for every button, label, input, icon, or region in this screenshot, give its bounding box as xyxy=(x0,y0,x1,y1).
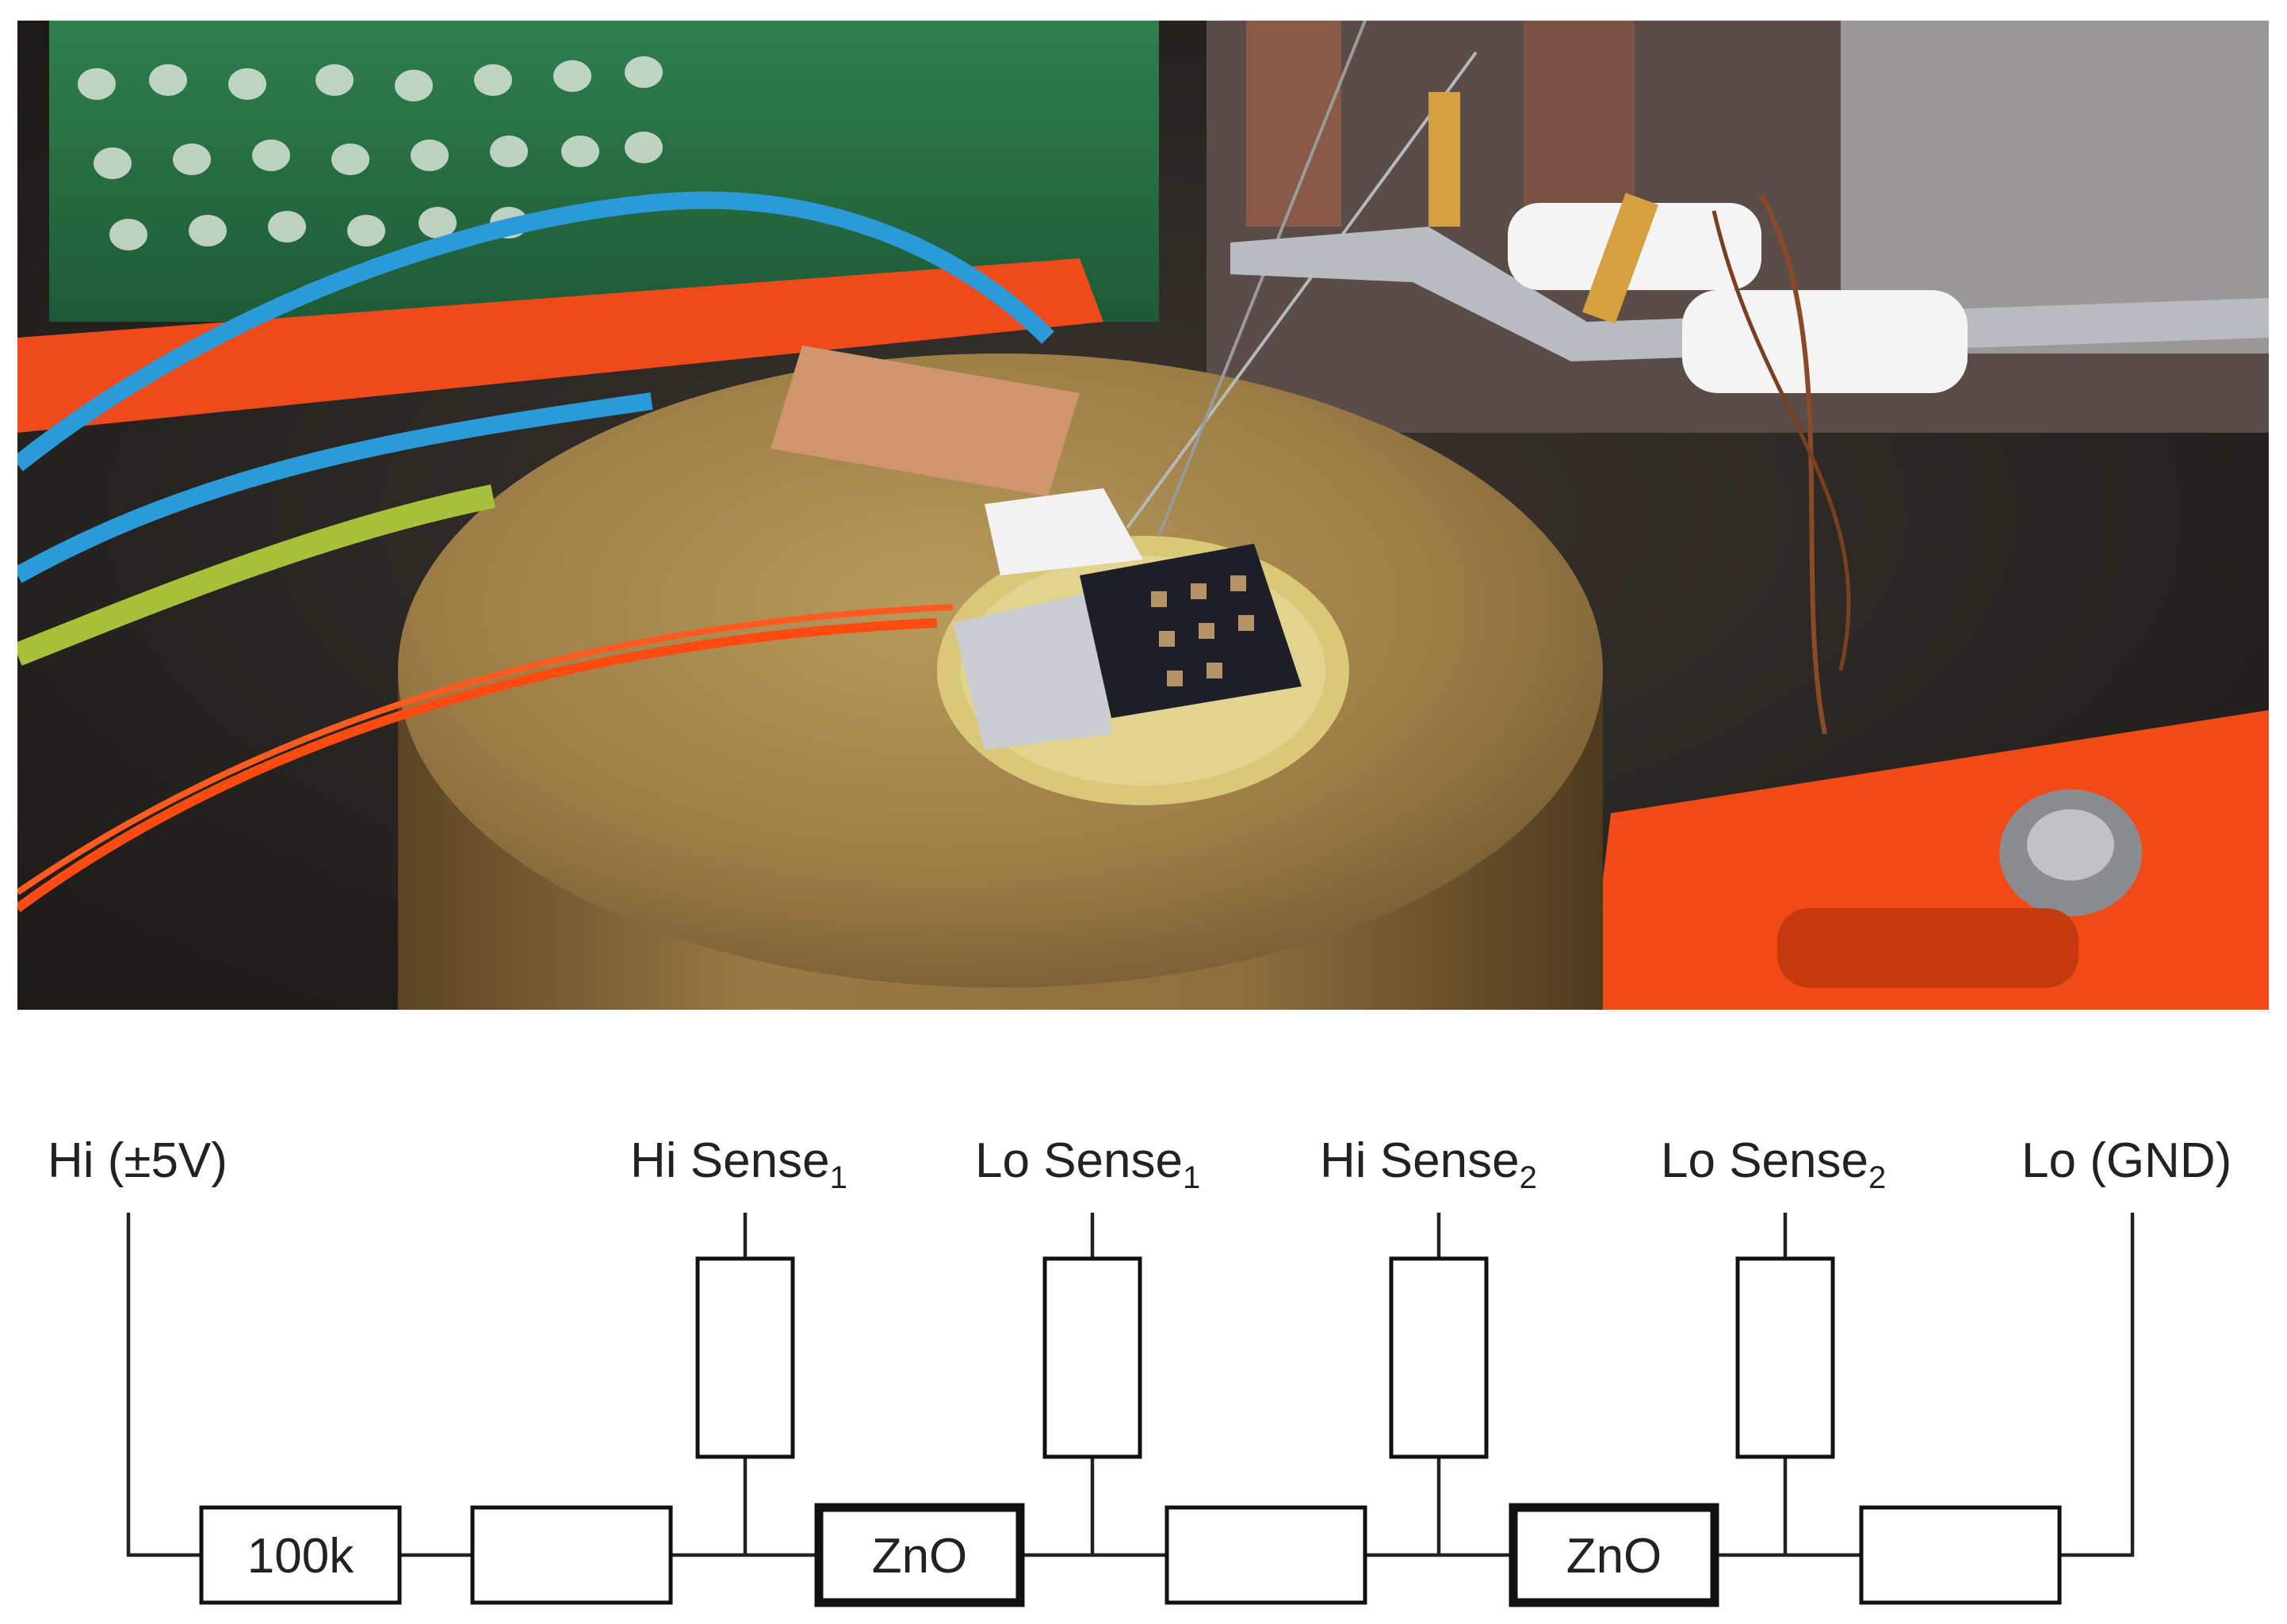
probe-needle-1 xyxy=(1126,51,1478,529)
terminal-label-hi-sense-2: Hi Sense2 xyxy=(1320,1133,1537,1195)
circuit-schematic: Hi (±5V) Hi Sense1 Lo Sense1 Hi Sense2 L… xyxy=(0,1062,2287,1624)
terminal-label-hi: Hi (±5V) xyxy=(48,1133,228,1188)
sense-wires xyxy=(743,1213,1788,1555)
zno-element-1: ZnO xyxy=(814,1503,1025,1607)
series-resistor-100k: 100k xyxy=(199,1505,402,1605)
orange-bracket-right xyxy=(1587,710,2269,1010)
terminal-label-lo-sense-2: Lo Sense2 xyxy=(1661,1133,1886,1195)
lab-photo xyxy=(17,21,2269,1010)
copper-tab xyxy=(771,346,1080,496)
terminal-label-lo: Lo (GND) xyxy=(2021,1133,2232,1188)
zno-element-2: ZnO xyxy=(1509,1503,1719,1607)
sense-resistor-lo-2 xyxy=(1735,1256,1835,1459)
probe-needle-2 xyxy=(1157,21,1367,537)
sense-resistor-hi-1 xyxy=(695,1256,795,1459)
series-resistor-2 xyxy=(470,1505,673,1605)
sense-resistor-lo-1 xyxy=(1042,1256,1142,1459)
svg-text:100k: 100k xyxy=(247,1529,354,1584)
terminal-label-hi-sense-1: Hi Sense1 xyxy=(630,1133,847,1195)
series-resistor-6 xyxy=(1859,1505,2062,1605)
probe-arm xyxy=(1230,227,2269,361)
svg-text:ZnO: ZnO xyxy=(872,1529,968,1584)
terminal-label-lo-sense-1: Lo Sense1 xyxy=(975,1133,1200,1195)
svg-text:ZnO: ZnO xyxy=(1566,1529,1662,1584)
main-wire xyxy=(126,1213,2135,1557)
sense-resistor-hi-2 xyxy=(1389,1256,1489,1459)
orange-bracket-left xyxy=(17,258,1103,433)
series-resistor-4 xyxy=(1165,1505,1367,1605)
